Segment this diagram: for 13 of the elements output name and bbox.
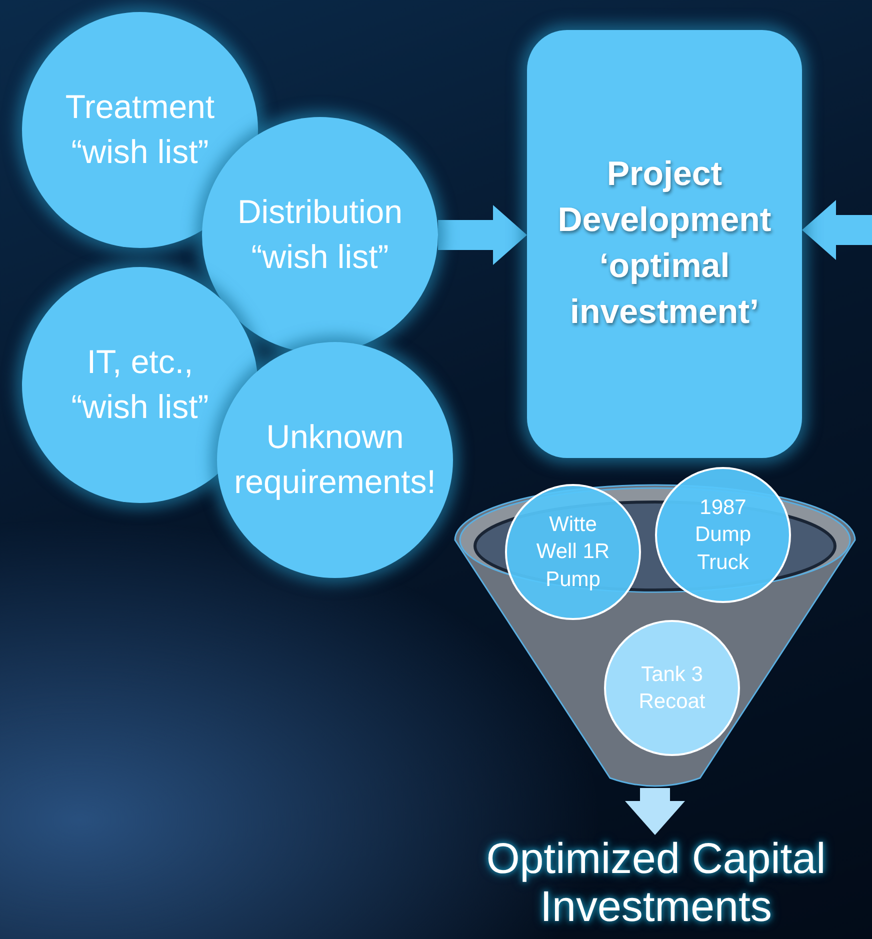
block-arrow [625,788,685,835]
block-arrow [802,200,872,260]
node-label: Tank 3 Recoat [638,662,706,715]
node-label: Unknown requirements! [233,417,437,502]
node-label: Project Development ‘optimal investment’ [556,154,772,333]
node-label: Witte Well 1R Pump [535,512,611,593]
node-label: Treatment “wish list” [64,87,216,172]
result-text: Optimized Capital Investments [440,835,872,932]
node-label: 1987 Dump Truck [694,495,752,576]
node-label: IT, etc., “wish list” [70,342,210,427]
block-arrow [438,205,527,265]
process-box [527,30,802,458]
node-label: Distribution “wish list” [236,192,404,277]
